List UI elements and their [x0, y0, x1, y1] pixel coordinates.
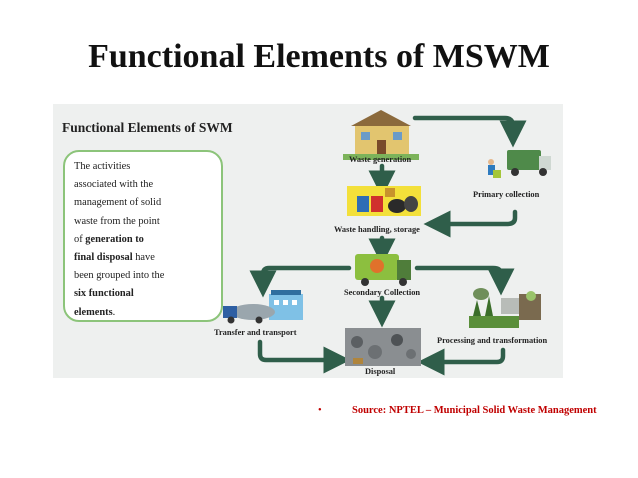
- arrow-secondary-to-transfer: [249, 265, 352, 298]
- description-box: The activities associated with the manag…: [63, 150, 223, 322]
- recycling-icon: [469, 288, 541, 328]
- arrow-generation-to-primary: [412, 115, 527, 148]
- figure-title: Functional Elements of SWM: [62, 120, 233, 135]
- collection-truck-icon: [488, 150, 551, 178]
- node-label-waste-generation: Waste generation: [349, 155, 412, 164]
- description-line: The activities: [74, 161, 131, 172]
- arrow-secondary-to-processing: [414, 265, 515, 296]
- compactor-truck-icon: [355, 254, 411, 286]
- source-bullet: •: [318, 405, 322, 416]
- description-line: been grouped into the: [74, 270, 165, 282]
- house-icon: [343, 110, 419, 160]
- swm-diagram: Functional Elements of SWM The activitie…: [53, 104, 563, 378]
- description-line: associated with the: [74, 179, 154, 191]
- description-emphasis: generation to: [85, 233, 144, 245]
- waste-bins-icon: [347, 186, 421, 216]
- landfill-icon: [345, 328, 421, 366]
- slide-title: Functional Elements of MSWM: [88, 38, 550, 75]
- node-label-primary-collection: Primary collection: [473, 190, 540, 199]
- source-citation: Source: NPTEL – Municipal Solid Waste Ma…: [352, 405, 597, 416]
- diagram-artwork: [223, 110, 551, 376]
- description-emphasis: six functional: [74, 288, 134, 300]
- description-emphasis: final disposal: [74, 252, 133, 264]
- node-label-processing: Processing and transformation: [437, 336, 548, 345]
- arrow-primary-to-handling: [423, 209, 518, 238]
- description-line: waste from the point: [74, 215, 160, 227]
- description-line: of: [74, 233, 86, 245]
- description-line: management of solid: [74, 197, 162, 209]
- description-line: have: [132, 252, 155, 264]
- node-label-secondary-collection: Secondary Collection: [344, 288, 421, 297]
- description-emphasis: elements: [74, 306, 113, 318]
- node-label-disposal: Disposal: [365, 367, 396, 376]
- arrow-transfer-to-disposal: [257, 339, 351, 374]
- flow-arrows: [249, 115, 527, 376]
- node-label-waste-handling: Waste handling, storage: [334, 225, 420, 234]
- transfer-station-icon: [223, 290, 303, 324]
- node-label-transfer-transport: Transfer and transport: [214, 328, 297, 337]
- description-line: .: [112, 306, 116, 318]
- arrow-processing-to-disposal: [417, 347, 506, 376]
